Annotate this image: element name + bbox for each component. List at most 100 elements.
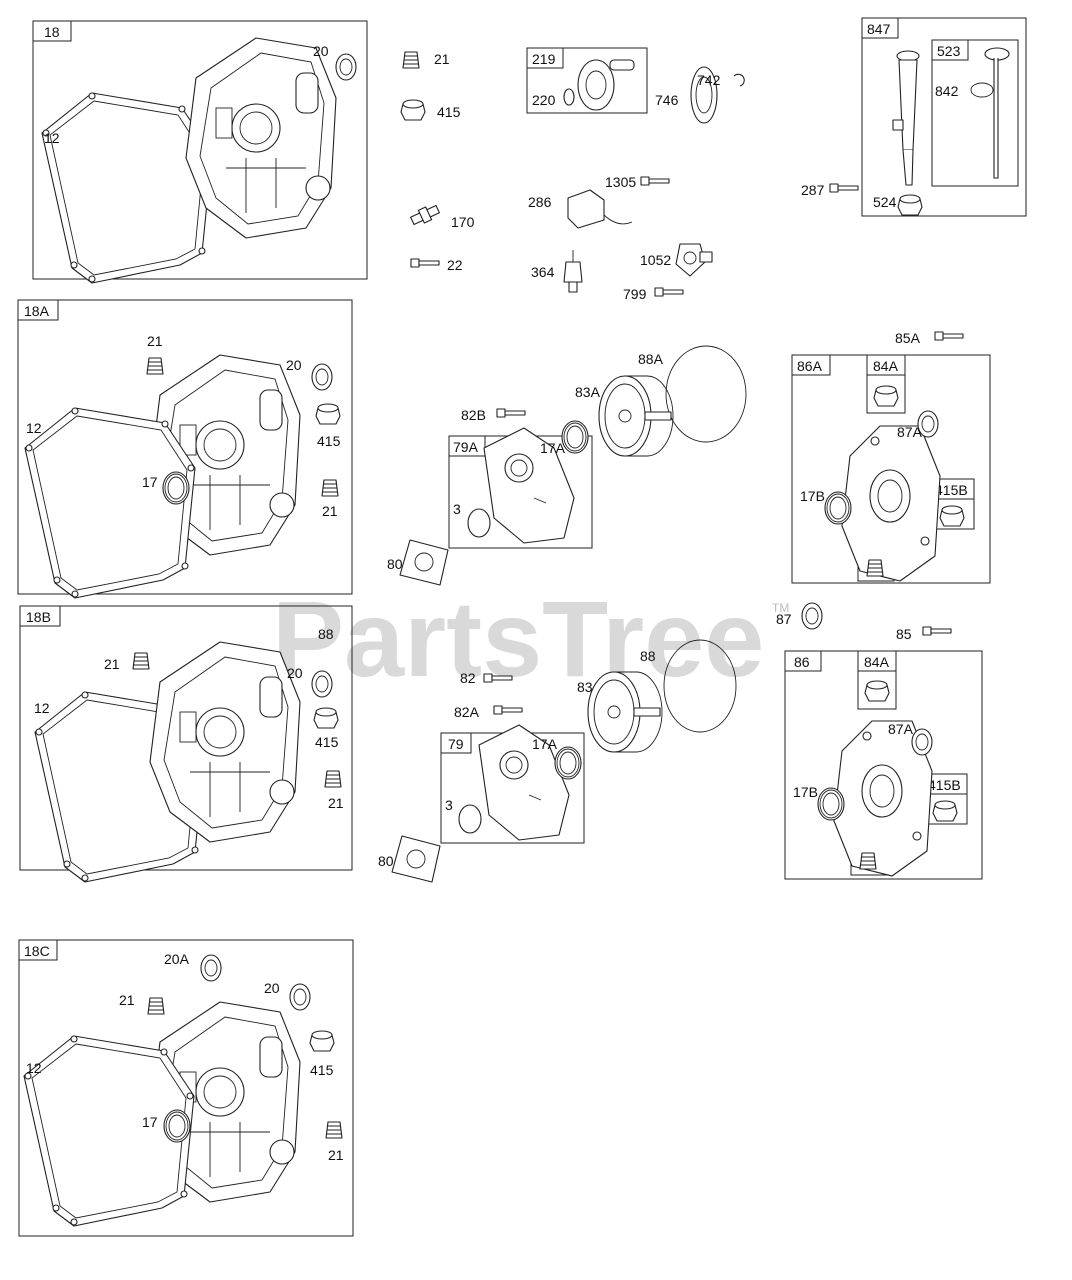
gear-icon xyxy=(690,66,718,124)
group-box-18c[interactable]: 18C xyxy=(18,939,354,1237)
callout[interactable]: 21 xyxy=(119,992,135,1008)
callout[interactable]: 20 xyxy=(287,665,303,681)
gasket-icon xyxy=(41,92,213,284)
callout[interactable]: 85A xyxy=(895,330,921,346)
cover-drum-icon xyxy=(598,375,674,457)
watermark-tm: TM xyxy=(772,601,789,615)
callout[interactable]: 85 xyxy=(896,626,912,642)
nut-icon xyxy=(939,505,965,527)
callout[interactable]: 799 xyxy=(623,286,647,302)
callout[interactable]: 3 xyxy=(445,797,453,813)
group-box-18a[interactable]: 18A xyxy=(17,299,353,595)
callout[interactable]: 20A xyxy=(164,951,190,967)
callout[interactable]: 742 xyxy=(697,72,721,88)
callout[interactable]: 3 xyxy=(453,501,461,517)
group-box-415b-lower[interactable]: 415B xyxy=(922,773,968,825)
callout[interactable]: 220 xyxy=(532,92,556,108)
crankcase-block-icon xyxy=(149,641,301,843)
plug-icon xyxy=(897,194,923,216)
callout[interactable]: 287 xyxy=(801,182,825,198)
oil-seal-icon xyxy=(311,670,333,698)
callout[interactable]: 22 xyxy=(447,257,463,273)
callout[interactable]: 12 xyxy=(34,700,50,716)
group-box-18b[interactable]: 18B xyxy=(19,605,353,871)
callout[interactable]: 80 xyxy=(387,556,403,572)
callout[interactable]: 17A xyxy=(532,736,558,752)
callout[interactable]: 415 xyxy=(317,433,341,449)
callout[interactable]: 80 xyxy=(378,853,394,869)
bolt-icon xyxy=(410,258,440,268)
callout[interactable]: 17A xyxy=(540,440,566,456)
callout[interactable]: 20 xyxy=(264,980,280,996)
callout[interactable]: 17B xyxy=(793,784,818,800)
screw-icon xyxy=(654,287,684,297)
plug-icon xyxy=(324,770,342,788)
group-box-847[interactable]: 847 xyxy=(861,17,1027,217)
callout[interactable]: 20 xyxy=(286,357,302,373)
callout[interactable]: 87A xyxy=(888,721,914,737)
callout[interactable]: 842 xyxy=(935,83,959,99)
oil-seal-icon xyxy=(311,363,333,391)
flange-gasket-icon xyxy=(391,835,441,883)
callout[interactable]: 87A xyxy=(897,424,923,440)
callout[interactable]: 17B xyxy=(800,488,825,504)
callout[interactable]: 21 xyxy=(328,795,344,811)
callout[interactable]: 746 xyxy=(655,92,679,108)
callout[interactable]: 83A xyxy=(575,384,601,400)
callout[interactable]: 20 xyxy=(313,43,329,59)
plug-icon xyxy=(325,1121,343,1139)
group-label: 18B xyxy=(26,609,51,625)
seal-icon xyxy=(911,728,933,756)
bearing-icon xyxy=(817,787,845,821)
callout[interactable]: 12 xyxy=(26,1060,42,1076)
bolt-icon xyxy=(493,705,523,715)
callout[interactable]: 82 xyxy=(460,670,476,686)
group-label: 18 xyxy=(44,24,60,40)
callout[interactable]: 1305 xyxy=(605,174,636,190)
breather-plug-icon xyxy=(402,51,420,69)
bearing-icon xyxy=(162,471,190,505)
flange-gasket-icon xyxy=(399,539,449,586)
callout[interactable]: 170 xyxy=(451,214,475,230)
callout[interactable]: 21 xyxy=(322,503,338,519)
bearing-icon xyxy=(561,420,589,454)
callout[interactable]: 17 xyxy=(142,1114,158,1130)
callout[interactable]: 17 xyxy=(142,474,158,490)
callout[interactable]: 1052 xyxy=(640,252,671,268)
bearing-icon xyxy=(554,746,582,780)
group-box-523[interactable]: 523 xyxy=(931,39,1019,187)
group-box-18[interactable]: 18 xyxy=(32,20,368,280)
group-box-84a-upper[interactable]: 84A xyxy=(866,354,906,414)
callout[interactable]: 88 xyxy=(640,648,656,664)
callout[interactable]: 286 xyxy=(528,194,552,210)
callout[interactable]: 87 xyxy=(776,611,792,627)
callout[interactable]: 21 xyxy=(434,51,450,67)
callout[interactable]: 82A xyxy=(454,704,480,720)
seal-icon xyxy=(801,602,823,630)
group-box-219[interactable]: 219 xyxy=(526,47,648,114)
callout[interactable]: 415 xyxy=(437,104,461,120)
nut-icon xyxy=(864,680,890,702)
callout[interactable]: 415 xyxy=(310,1062,334,1078)
callout[interactable]: 82B xyxy=(461,407,486,423)
dipstick-tube-icon xyxy=(892,50,920,186)
oil-fill-cap-icon xyxy=(400,99,426,121)
callout[interactable]: 524 xyxy=(873,194,897,210)
o-ring-icon xyxy=(970,82,994,98)
callout[interactable]: 21 xyxy=(147,333,163,349)
group-box-79a[interactable]: 79A xyxy=(448,435,593,549)
callout[interactable]: 415 xyxy=(315,734,339,750)
callout[interactable]: 21 xyxy=(104,656,120,672)
group-label: 84A xyxy=(873,358,899,374)
callout[interactable]: 88A xyxy=(638,351,664,367)
group-box-84a-lower[interactable]: 84A xyxy=(857,650,897,710)
callout[interactable]: 12 xyxy=(44,130,60,146)
callout[interactable]: 364 xyxy=(531,264,555,280)
callout[interactable]: 88 xyxy=(318,626,334,642)
callout[interactable]: 83 xyxy=(577,679,593,695)
plug-icon xyxy=(321,479,339,497)
callout[interactable]: 12 xyxy=(26,420,42,436)
gasket-icon xyxy=(24,407,196,599)
callout[interactable]: 21 xyxy=(328,1147,344,1163)
group-label: 86A xyxy=(797,358,823,374)
